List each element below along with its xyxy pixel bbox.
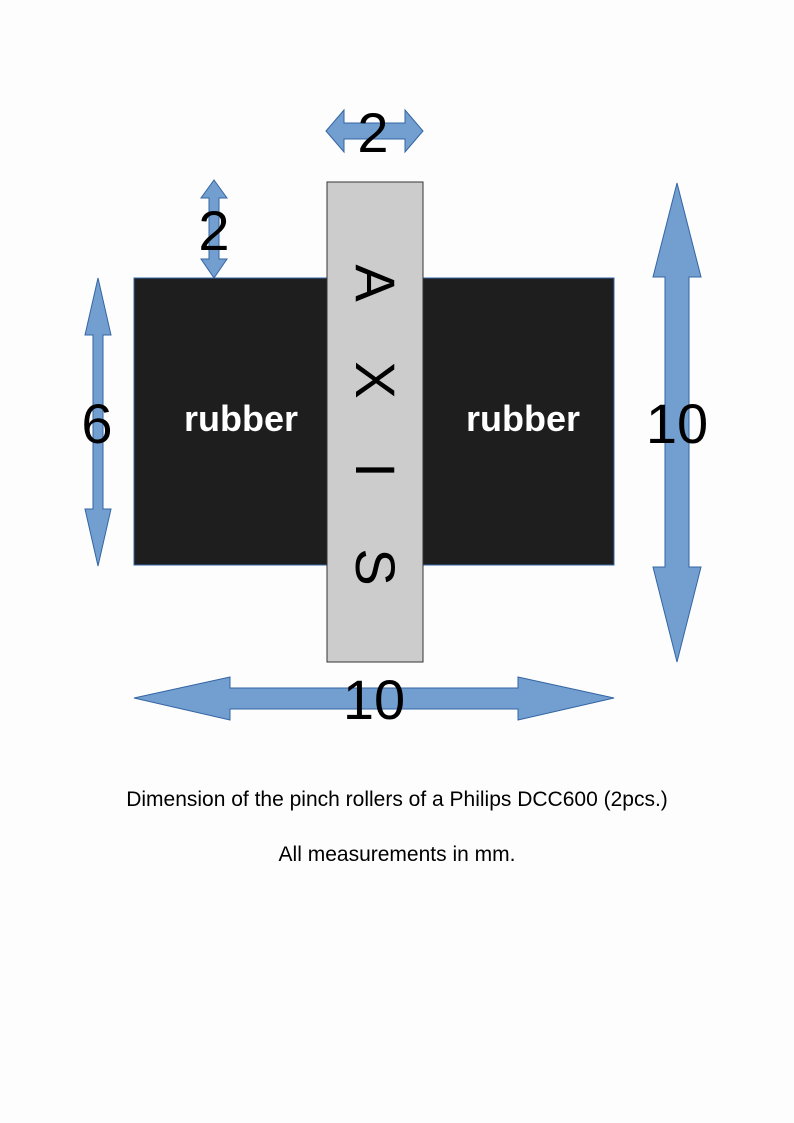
total-width-arrow bbox=[133, 676, 615, 721]
axis-letter-x: X bbox=[344, 361, 407, 398]
axis-width-arrow bbox=[325, 108, 424, 154]
axis-letter-i: I bbox=[344, 462, 407, 478]
rubber-offset-label: 2 bbox=[198, 199, 229, 262]
rubber-height-arrow bbox=[84, 277, 112, 567]
total-height-arrow bbox=[652, 182, 702, 663]
rubber-right-block bbox=[422, 277, 615, 566]
axis-letter-a: A bbox=[344, 264, 407, 302]
caption-title: Dimension of the pinch rollers of a Phil… bbox=[126, 788, 668, 811]
rubber-height-label: 6 bbox=[81, 392, 112, 455]
total-height-label: 10 bbox=[646, 392, 708, 455]
rubber-left-block bbox=[133, 277, 329, 566]
rubber-offset-arrow bbox=[200, 179, 228, 279]
axis-block bbox=[326, 181, 424, 663]
total-width-label: 10 bbox=[343, 668, 405, 731]
caption-units: All measurements in mm. bbox=[278, 843, 516, 866]
axis-letter-s: S bbox=[344, 548, 407, 585]
axis-width-label: 2 bbox=[357, 101, 388, 164]
rubber-right-label: rubber bbox=[466, 398, 580, 439]
rubber-left-label: rubber bbox=[184, 398, 298, 439]
